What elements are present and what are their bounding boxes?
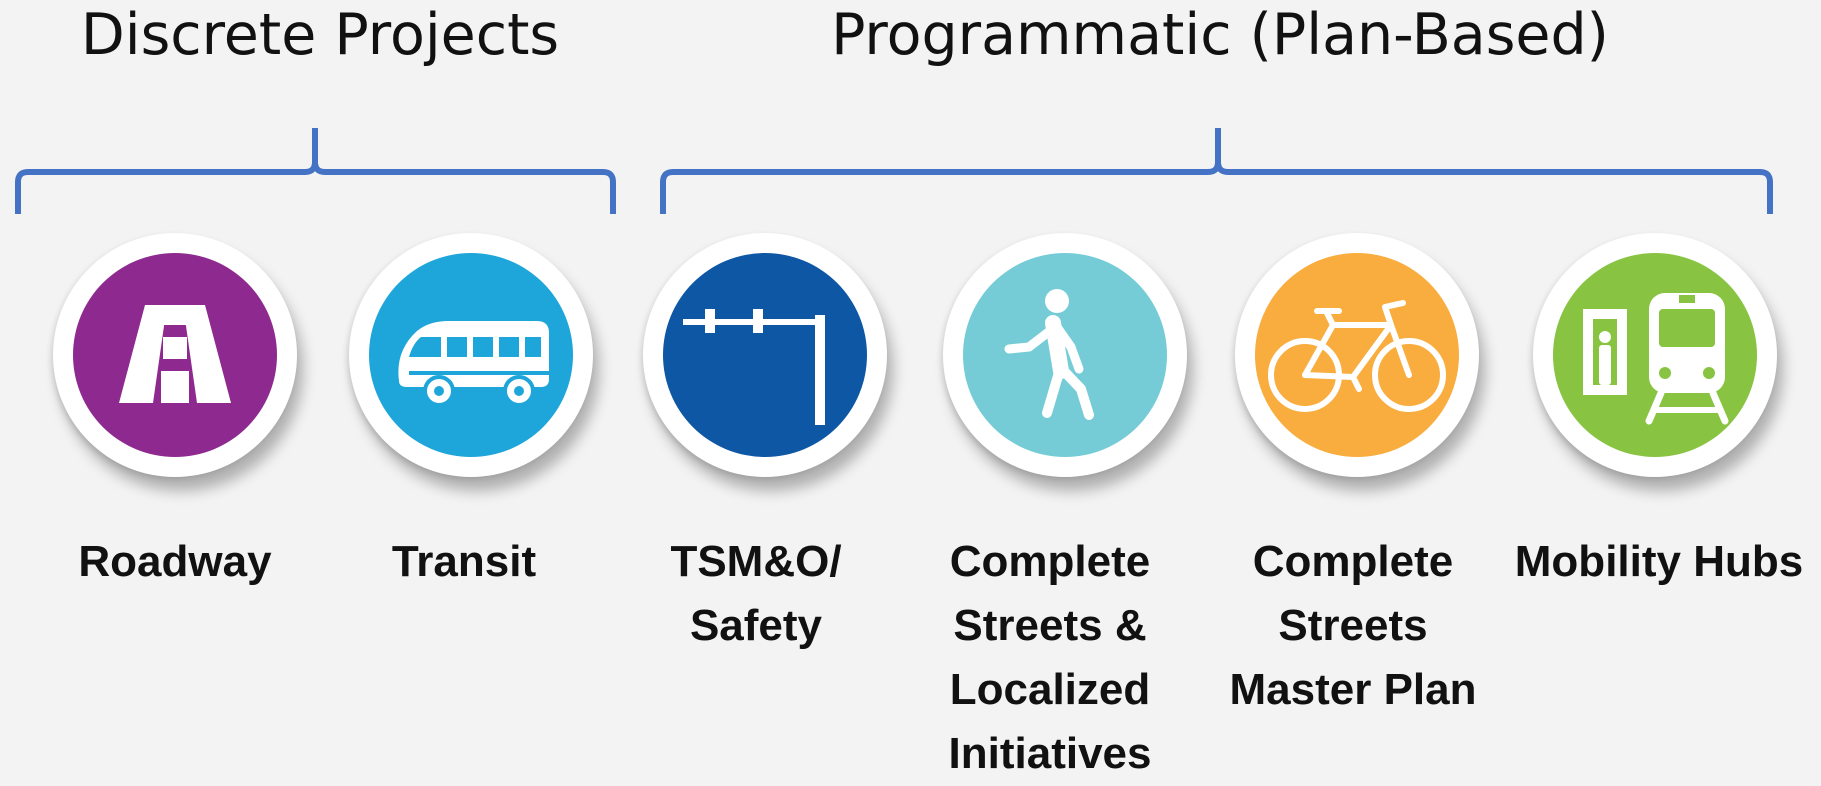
train-station-icon	[1553, 253, 1757, 457]
brace-programmatic	[660, 128, 1773, 214]
group-title-programmatic: Programmatic (Plan-Based)	[831, 2, 1609, 68]
label-transit: Transit	[391, 537, 537, 586]
icon-badge-roadway	[53, 233, 297, 477]
icon-badge-mobility-hubs	[1533, 233, 1777, 477]
group-braces	[15, 128, 1773, 214]
group-title-discrete: Discrete Projects	[80, 2, 560, 68]
pedestrian-icon	[963, 253, 1167, 457]
icon-badge-complete-streets-localized	[943, 233, 1187, 477]
roadway-icon	[73, 253, 277, 457]
icon-badge-tsmo-safety	[643, 233, 887, 477]
label-roadway: Roadway	[78, 537, 272, 586]
label-mobility-hubs: Mobility Hubs	[1514, 537, 1804, 586]
brace-discrete	[15, 128, 616, 214]
icon-badge-transit	[349, 233, 593, 477]
label-complete-streets-localized: Complete Streets & Localized Initiatives	[948, 537, 1152, 778]
label-complete-streets-master-plan: Complete Streets Master Plan	[1229, 537, 1477, 714]
bicycle-icon	[1255, 253, 1459, 457]
bus-icon	[369, 253, 573, 457]
label-tsmo-safety: TSM&O/ Safety	[670, 537, 842, 650]
icon-badge-complete-streets-master-plan	[1235, 233, 1479, 477]
traffic-signal-pole-icon	[663, 253, 867, 457]
